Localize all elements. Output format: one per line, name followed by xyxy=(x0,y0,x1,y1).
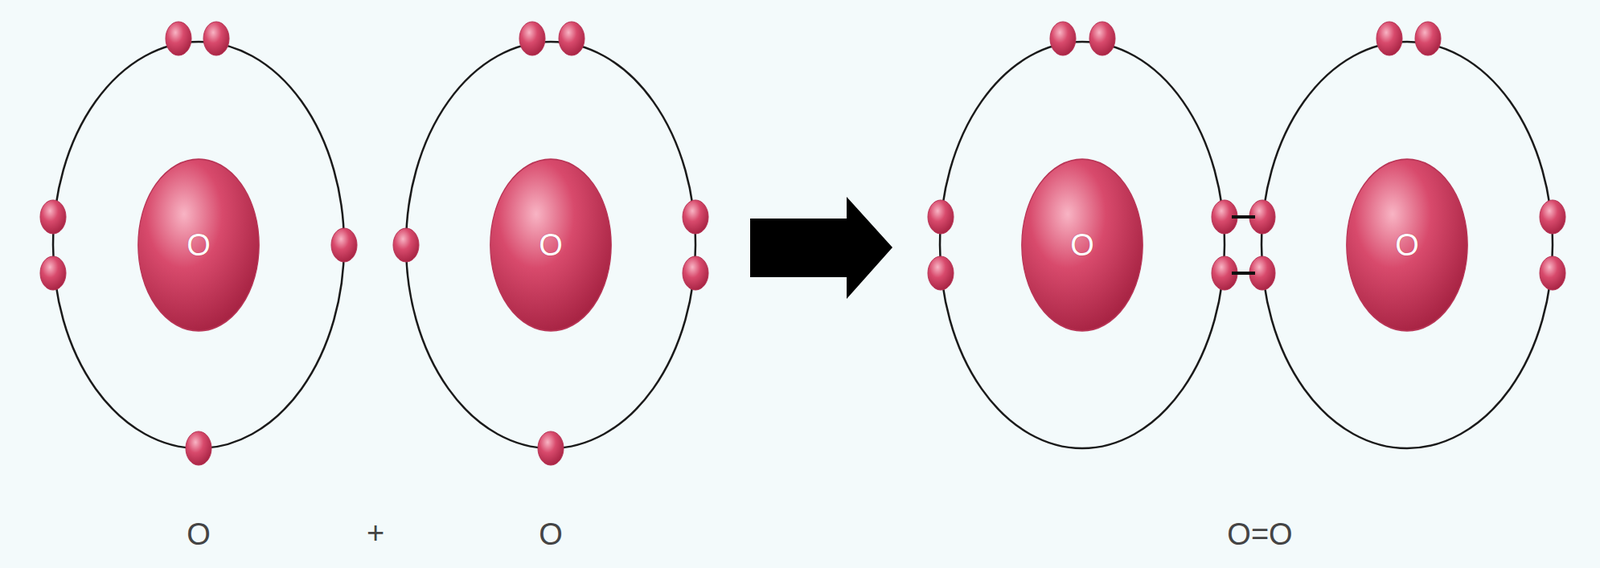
element-symbol: O xyxy=(186,229,211,261)
electrons xyxy=(40,21,1566,466)
formula-label: O=O xyxy=(1226,518,1293,553)
atom-nucleus: O xyxy=(1345,158,1469,333)
element-symbol: O xyxy=(1070,229,1095,261)
element-symbol: O xyxy=(1394,229,1420,261)
atom-nucleus: O xyxy=(137,158,260,333)
atom-nucleus: O xyxy=(1021,158,1144,333)
element-symbol: O xyxy=(538,229,563,261)
shared-pair-bond xyxy=(1231,217,1256,274)
electron-orbit xyxy=(53,41,1553,449)
formula-label: O xyxy=(186,518,211,553)
formula-label: + xyxy=(366,516,385,551)
atom-nucleus: O xyxy=(489,158,612,333)
reaction-arrow xyxy=(750,196,893,300)
formula-label: O xyxy=(538,518,563,553)
